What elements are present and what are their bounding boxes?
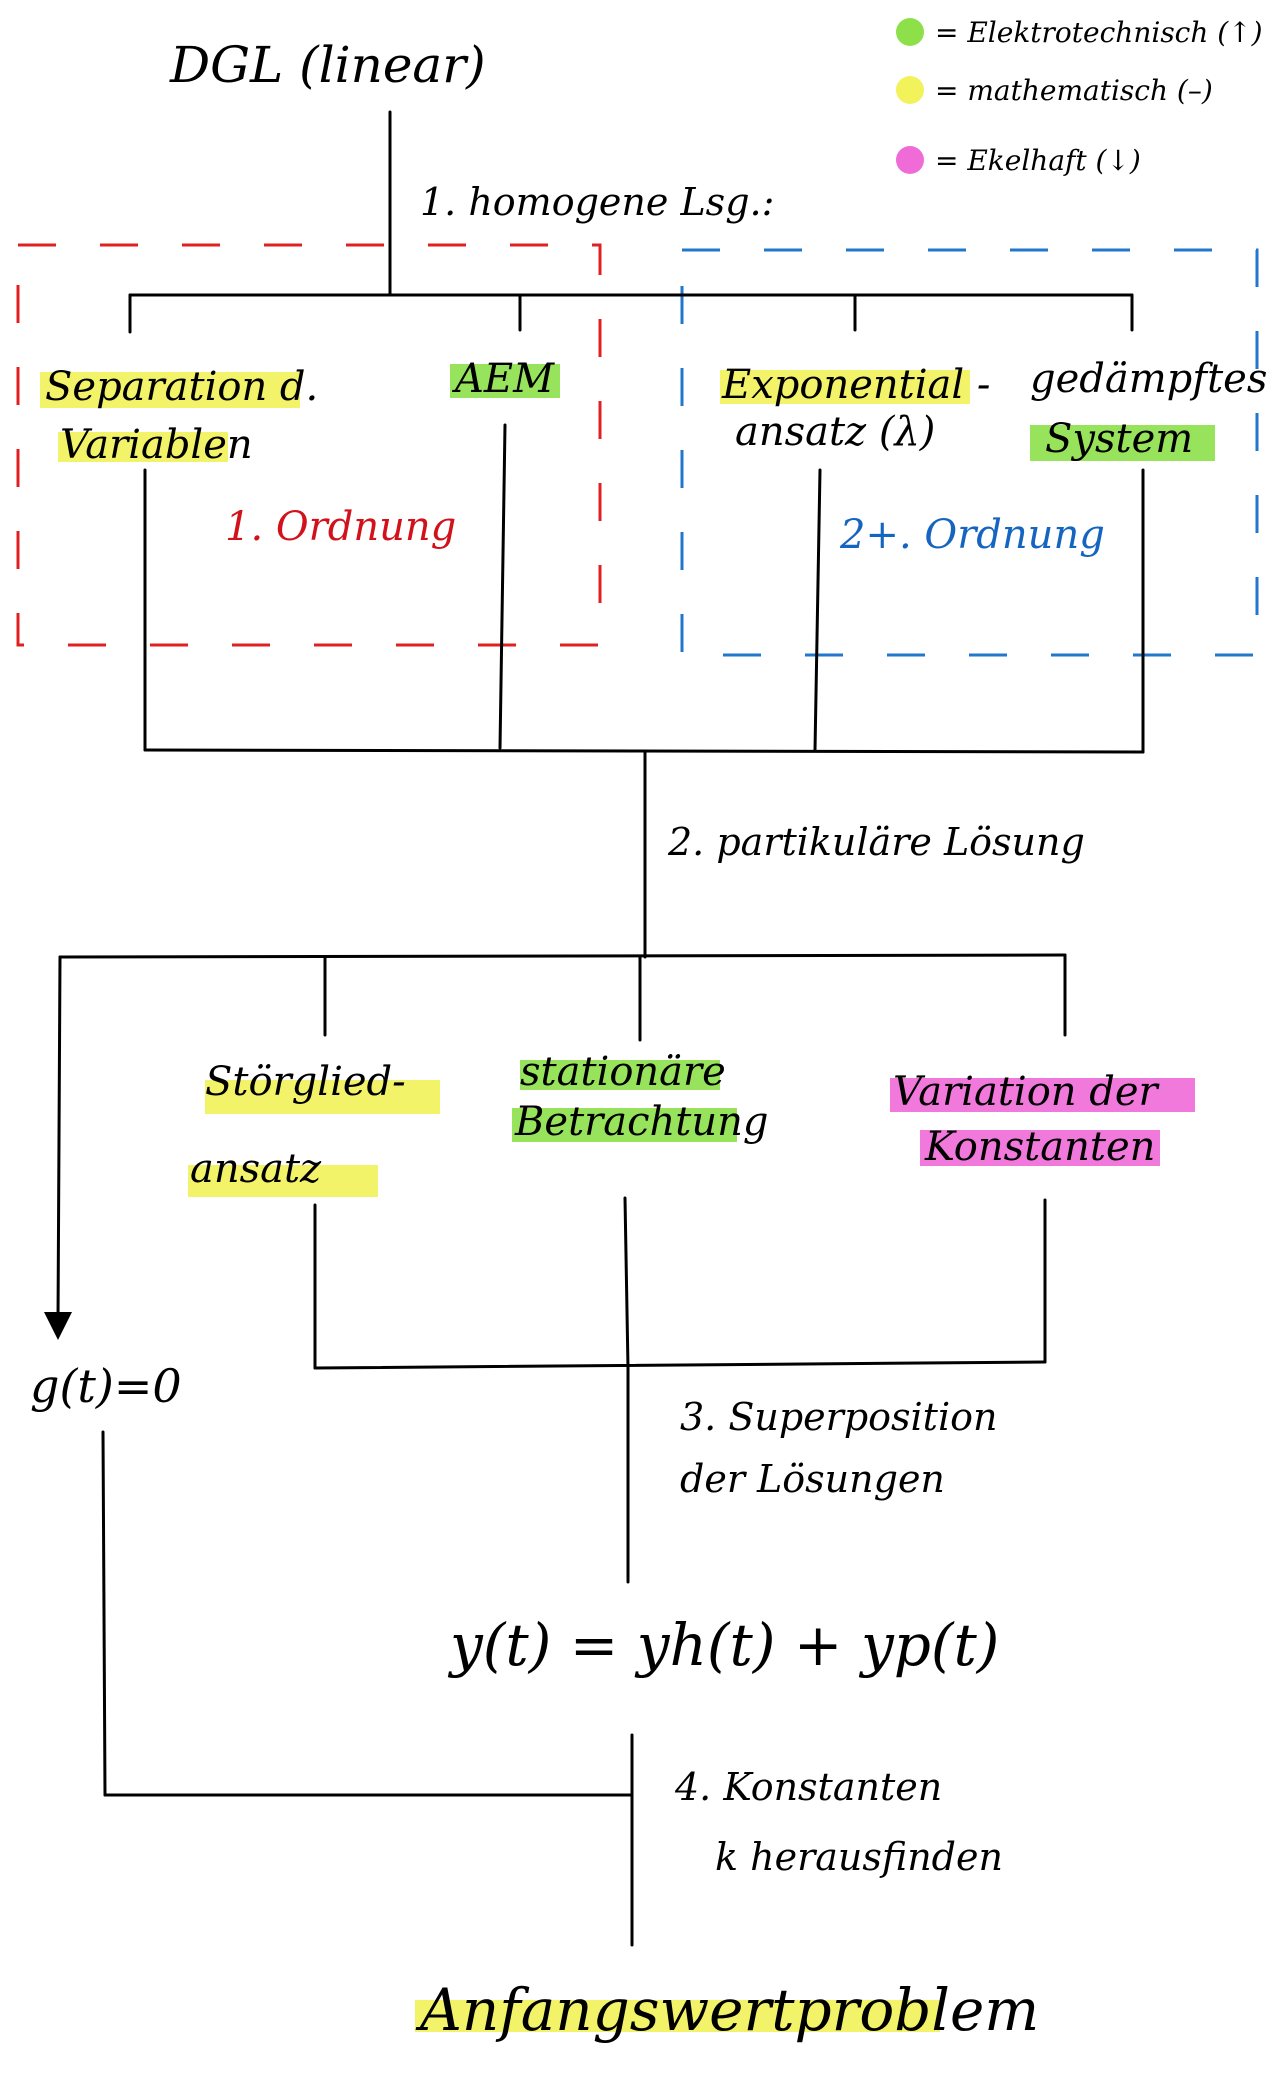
method-exponential-line2: ansatz (λ)	[735, 409, 935, 455]
method-damped-system: gedämpftes System	[1030, 356, 1267, 462]
root-node: DGL (linear)	[169, 36, 486, 94]
method-variation-line1: Variation der	[893, 1069, 1161, 1115]
second-order-group-box	[680, 248, 1259, 657]
general-solution: y(t) = yh(t) + yp(t)	[447, 1611, 999, 1679]
method-damped-line1: gedämpftes	[1030, 356, 1267, 402]
method-aem: AEM	[450, 356, 560, 402]
method-variation-line2: Konstanten	[924, 1124, 1155, 1170]
method-stoerglied-line2: ansatz	[190, 1146, 322, 1192]
step-3-label-line1: 3. Superposition	[680, 1395, 997, 1439]
method-variation: Variation der Konstanten	[890, 1069, 1195, 1170]
step-1-label: 1. homogene Lsg.:	[420, 180, 774, 224]
step-4-label-line1: 4. Konstanten	[674, 1765, 942, 1809]
method-separation-line1: Separation d.	[45, 364, 318, 410]
particular-connectors	[44, 750, 1067, 1584]
method-exponential: Exponential - ansatz (λ)	[720, 362, 990, 455]
method-stoerglied-line1: Störglied-	[205, 1059, 406, 1105]
method-separation: Separation d. Variablen	[40, 364, 318, 468]
step-2-label: 2. partikuläre Lösung	[667, 820, 1085, 864]
legend-pink-dot	[896, 146, 924, 174]
legend-yellow-text: = mathematisch (–)	[935, 74, 1213, 107]
legend-green-text: = Elektrotechnisch (↑)	[935, 16, 1263, 49]
method-exponential-line1: Exponential -	[721, 362, 990, 408]
method-separation-line2: Variablen	[60, 422, 253, 468]
result-highlight	[415, 2000, 940, 2032]
legend-yellow-dot	[896, 76, 924, 104]
legend: = Elektrotechnisch (↑) = mathematisch (–…	[896, 16, 1263, 177]
zero-case-label: g(t)=0	[30, 1359, 182, 1413]
legend-pink-text: = Ekelhaft (↓)	[935, 144, 1141, 177]
method-stationaer: stationäre Betrachtung	[512, 1049, 768, 1145]
constants-connectors	[101, 1430, 634, 1947]
method-stoerglied: Störglied- ansatz	[188, 1059, 440, 1197]
method-stationaer-line2: Betrachtung	[514, 1099, 768, 1145]
first-order-label: 1. Ordnung	[225, 504, 456, 550]
method-aem-text: AEM	[451, 356, 555, 402]
second-order-label: 2+. Ordnung	[839, 512, 1105, 558]
result-node: Anfangswertproblem	[415, 1976, 1039, 2044]
step-4-label-line2: k herausfinden	[715, 1835, 1003, 1879]
arrow-head-down	[44, 1312, 72, 1340]
legend-green-dot	[896, 18, 924, 46]
step-3-label-line2: der Lösungen	[680, 1457, 945, 1501]
method-stationaer-line1: stationäre	[520, 1049, 726, 1095]
method-damped-line2: System	[1045, 416, 1193, 462]
